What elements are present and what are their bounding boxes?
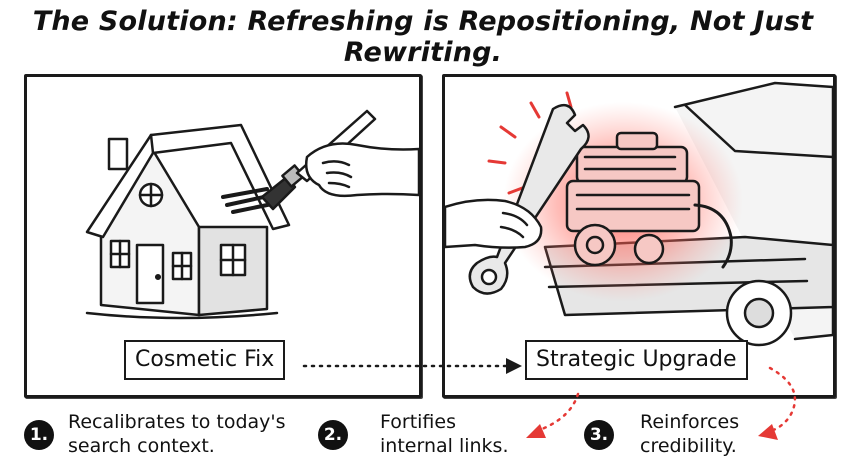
- cosmetic-fix-label: Cosmetic Fix: [124, 340, 286, 380]
- strategic-upgrade-panel: [442, 74, 836, 398]
- house-painting-illustration: [85, 109, 419, 320]
- red-arrow-2: [532, 392, 580, 434]
- windshield: [683, 103, 833, 159]
- point-1-badge: 1.: [24, 420, 54, 450]
- point-3-text: Reinforces credibility.: [640, 411, 740, 457]
- engine-hose: [693, 203, 733, 269]
- point-2-badge: 2.: [318, 420, 348, 450]
- point-1-text: Recalibrates to today's search context.: [68, 411, 286, 457]
- page-title: The Solution: Refreshing is Repositionin…: [32, 6, 814, 68]
- strategic-upgrade-label: Strategic Upgrade: [525, 340, 748, 380]
- engine-upgrade-illustration: [445, 81, 833, 347]
- hand: [305, 142, 419, 198]
- point-3-badge: 3.: [584, 420, 614, 450]
- point-2-text: Fortifies internal links.: [380, 411, 509, 457]
- chimney: [107, 137, 129, 171]
- front-door: [135, 243, 165, 305]
- house-roof: [85, 123, 291, 239]
- wrench: [468, 103, 590, 295]
- hand: [445, 198, 543, 249]
- paint-brush-bristles: [260, 175, 297, 211]
